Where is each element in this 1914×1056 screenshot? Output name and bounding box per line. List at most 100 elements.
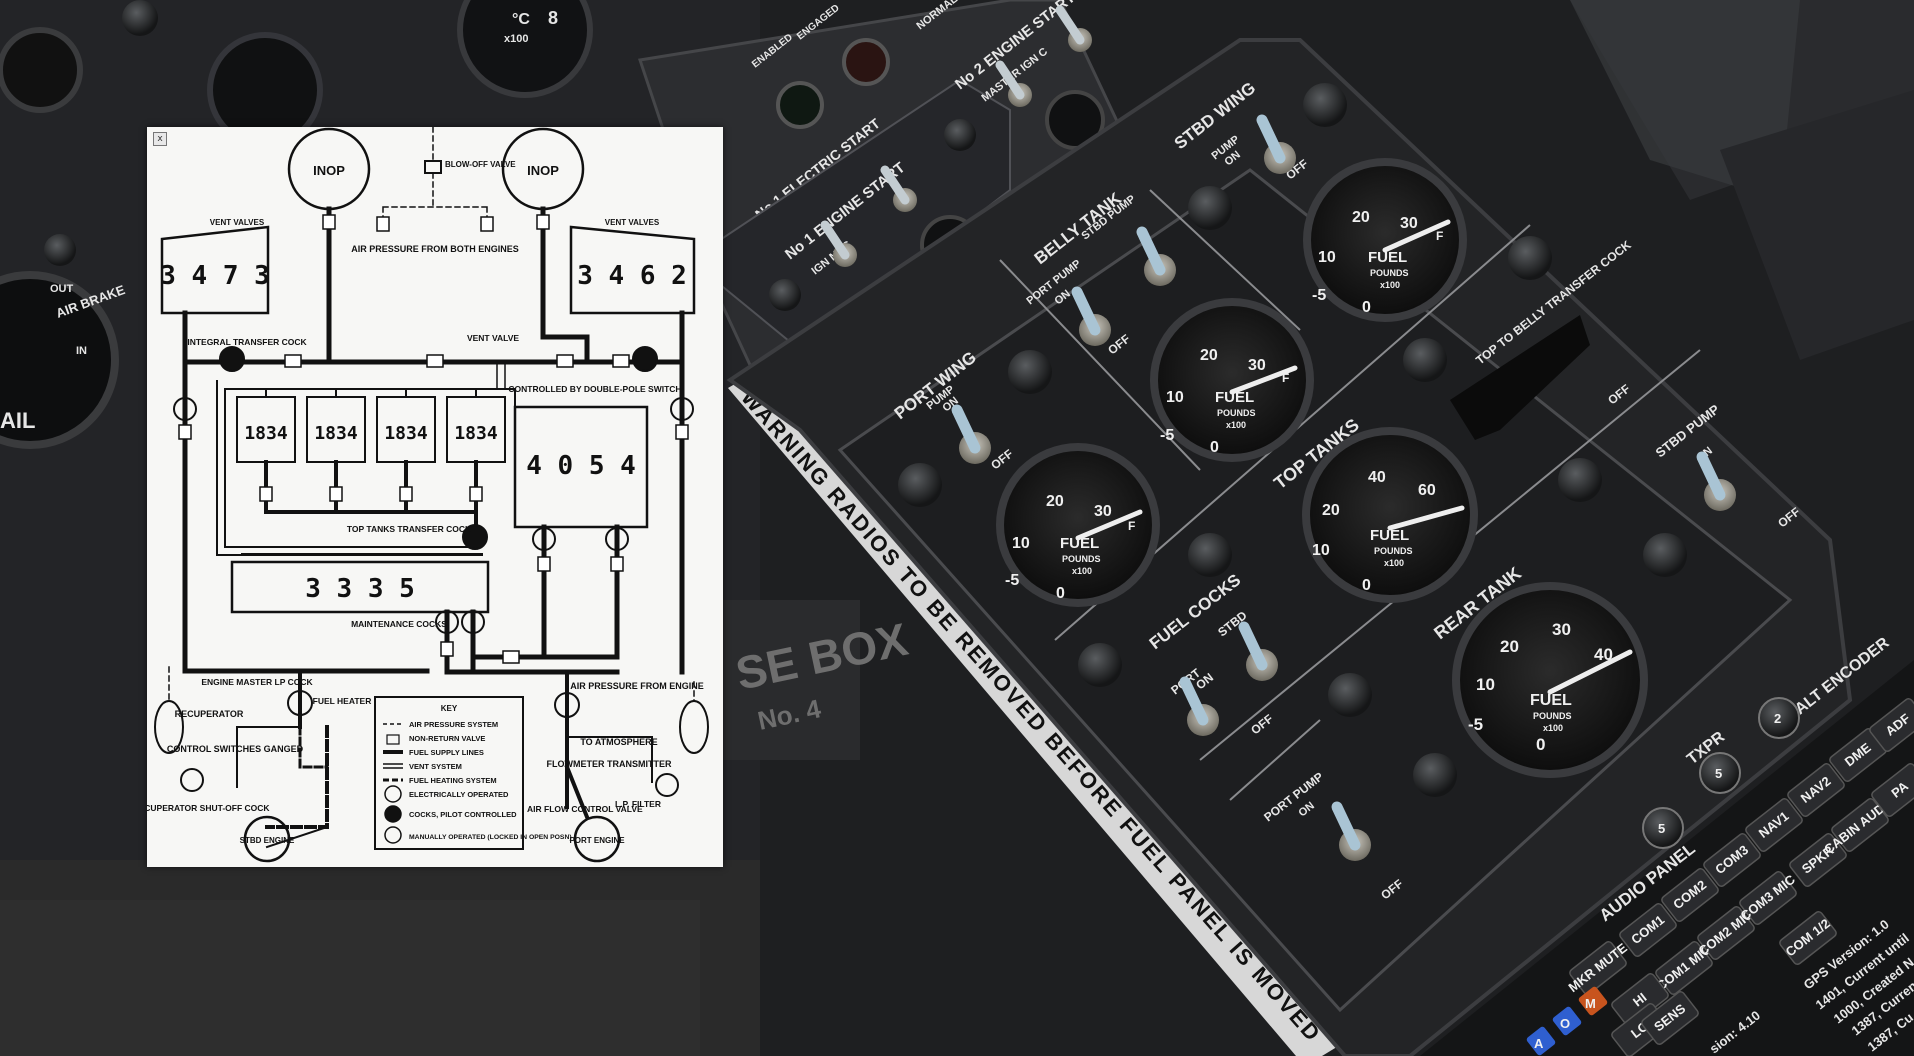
svg-text:10: 10 bbox=[1476, 675, 1495, 694]
svg-text:20: 20 bbox=[1046, 493, 1064, 510]
engine-master-label: ENGINE MASTER LP COCK bbox=[201, 677, 313, 687]
belly-port-pump-toggle[interactable] bbox=[1071, 286, 1111, 346]
svg-text:0: 0 bbox=[1056, 585, 1065, 602]
start-knob-a[interactable] bbox=[769, 279, 801, 311]
svg-text:KEY: KEY bbox=[441, 704, 458, 713]
air-flow-label: AIR FLOW CONTROL VALVE bbox=[527, 804, 643, 814]
marker-lights: A O M bbox=[1526, 986, 1608, 1056]
vent-valves-right-label: VENT VALVES bbox=[605, 218, 660, 227]
belly-tank-fuel-gauge: -5 10 20 30 0 FUEL POUNDS x100 F bbox=[1150, 298, 1314, 462]
svg-text:-5: -5 bbox=[1160, 427, 1174, 444]
svg-text:-5: -5 bbox=[1468, 715, 1483, 734]
left-knob-b[interactable] bbox=[44, 234, 76, 266]
svg-text:F: F bbox=[1128, 519, 1135, 533]
audio-button-pa[interactable]: PA bbox=[1870, 762, 1914, 818]
stbd-wing-pump-toggle[interactable] bbox=[1256, 114, 1296, 174]
flowmeter-label: FLOWMETER TRANSMITTER bbox=[547, 759, 672, 769]
svg-text:10: 10 bbox=[1166, 389, 1184, 406]
top-tanks-fuel-gauge: 10 20 40 60 0 FUEL POUNDS x100 bbox=[1302, 427, 1478, 603]
svg-text:5: 5 bbox=[1658, 821, 1665, 836]
rear-port-pump-toggle[interactable] bbox=[1331, 801, 1371, 861]
port-wing-fuel-gauge: -5 10 20 30 0 FUEL POUNDS x100 F bbox=[996, 443, 1160, 607]
to-atmosphere-label: TO ATMOSPHERE bbox=[580, 737, 657, 747]
diagram-key: KEY AIR PRESSURE SYSTEM NON-RETURN VALVE… bbox=[383, 704, 572, 844]
top-tanks-transfer-label: TOP TANKS TRANSFER COCK bbox=[347, 524, 472, 534]
transfer-cock-lever[interactable] bbox=[1450, 315, 1590, 440]
svg-text:20: 20 bbox=[1352, 209, 1370, 226]
svg-text:VENT SYSTEM: VENT SYSTEM bbox=[409, 762, 462, 771]
control-switches-label: CONTROL SWITCHES GANGED bbox=[167, 744, 304, 754]
fuel-cock-stbd-toggle[interactable] bbox=[1238, 621, 1278, 681]
svg-text:COCKS, PILOT CONTROLLED: COCKS, PILOT CONTROLLED bbox=[409, 810, 517, 819]
inop-right-label: INOP bbox=[527, 163, 559, 178]
svg-text:FUEL SUPPLY LINES: FUEL SUPPLY LINES bbox=[409, 748, 484, 757]
svg-text:FUEL: FUEL bbox=[1368, 249, 1407, 266]
svg-text:FUEL HEATING SYSTEM: FUEL HEATING SYSTEM bbox=[409, 776, 497, 785]
maintenance-cocks-label: MAINTENANCE COCKS bbox=[351, 619, 447, 629]
fuel-cock-port-toggle[interactable] bbox=[1179, 676, 1219, 736]
knob-5-lower[interactable]: 5 bbox=[1642, 807, 1684, 849]
port-wing-pump-toggle[interactable] bbox=[951, 404, 991, 464]
port-engine-label: PORT ENGINE bbox=[569, 836, 625, 845]
close-button[interactable]: x bbox=[153, 132, 167, 146]
top-tank-1-readout: 1834 bbox=[244, 423, 288, 444]
air-brake-gauge bbox=[0, 271, 119, 449]
svg-text:0: 0 bbox=[1362, 577, 1371, 594]
svg-text:20: 20 bbox=[1500, 637, 1519, 656]
rear-tank-readout: 3 3 3 5 bbox=[305, 574, 415, 604]
svg-text:30: 30 bbox=[1094, 503, 1112, 520]
air-pressure-both-label: AIR PRESSURE FROM BOTH ENGINES bbox=[351, 244, 519, 254]
start-knob-b[interactable] bbox=[944, 119, 976, 151]
fuel-panel-inner bbox=[837, 168, 1793, 1013]
inop-left-label: INOP bbox=[313, 163, 345, 178]
svg-text:60: 60 bbox=[1418, 482, 1436, 499]
belly-stbd-pump-toggle[interactable] bbox=[1136, 226, 1176, 286]
svg-text:40: 40 bbox=[1368, 469, 1386, 486]
integral-transfer-label: INTEGRAL TRANSFER COCK bbox=[187, 337, 307, 347]
svg-text:O: O bbox=[1560, 1016, 1570, 1031]
port-wing-tank-readout: 3 4 7 3 bbox=[160, 261, 270, 291]
rear-tank-fuel-gauge: -5 10 20 30 40 0 FUEL POUNDS x100 bbox=[1452, 582, 1648, 778]
svg-text:-5: -5 bbox=[1005, 572, 1019, 589]
vent-valve-label: VENT VALVE bbox=[467, 333, 519, 343]
air-brake-in-label: IN bbox=[76, 345, 87, 357]
svg-text:F: F bbox=[1282, 371, 1289, 385]
belly-tank-readout: 4 0 5 4 bbox=[526, 451, 636, 481]
knob-5-upper[interactable]: 5 bbox=[1699, 752, 1741, 794]
controlled-by-label: CONTROLLED BY DOUBLE-POLE SWITCH bbox=[508, 384, 681, 394]
svg-text:10: 10 bbox=[1012, 535, 1030, 552]
svg-text:POUNDS: POUNDS bbox=[1533, 711, 1572, 721]
fuel-diagram-window[interactable]: x bbox=[147, 127, 723, 867]
blow-off-valve-label: BLOW-OFF VALVE bbox=[445, 160, 516, 169]
knob-2[interactable]: 2 bbox=[1758, 697, 1800, 739]
stbd-wing-fuel-gauge: -5 10 20 30 0 FUEL POUNDS x100 F bbox=[1303, 158, 1467, 322]
svg-text:0: 0 bbox=[1362, 299, 1371, 316]
svg-text:M: M bbox=[1585, 996, 1596, 1011]
svg-text:0: 0 bbox=[1536, 735, 1545, 754]
top-tank-4-readout: 1834 bbox=[454, 423, 498, 444]
temp-gauge-unit: °C bbox=[512, 11, 530, 28]
svg-text:10: 10 bbox=[1312, 542, 1330, 559]
svg-text:POUNDS: POUNDS bbox=[1062, 554, 1101, 564]
left-knob-a[interactable] bbox=[122, 0, 158, 36]
audio-button-adf[interactable]: ADF bbox=[1868, 697, 1914, 753]
upper-left-gauge bbox=[0, 27, 83, 113]
start-engaged-light bbox=[842, 38, 890, 86]
temp-gauge-scale: x100 bbox=[504, 33, 528, 45]
svg-text:5: 5 bbox=[1715, 766, 1722, 781]
vent-valves-left-label: VENT VALVES bbox=[210, 218, 265, 227]
fuse-box bbox=[700, 600, 860, 760]
marker-a-light bbox=[1526, 1026, 1556, 1056]
svg-text:30: 30 bbox=[1552, 620, 1571, 639]
svg-text:x100: x100 bbox=[1226, 420, 1246, 430]
svg-text:-5: -5 bbox=[1312, 287, 1326, 304]
svg-text:x100: x100 bbox=[1543, 723, 1563, 733]
marker-o-light bbox=[1552, 1006, 1582, 1036]
svg-text:30: 30 bbox=[1400, 215, 1418, 232]
recuperator-label: RECUPERATOR bbox=[175, 709, 244, 719]
lp-filter-label: L.P. FILTER bbox=[615, 799, 661, 809]
svg-text:40: 40 bbox=[1594, 645, 1613, 664]
temp-gauge bbox=[457, 0, 593, 98]
top-stbd-pump-toggle[interactable] bbox=[1696, 451, 1736, 511]
